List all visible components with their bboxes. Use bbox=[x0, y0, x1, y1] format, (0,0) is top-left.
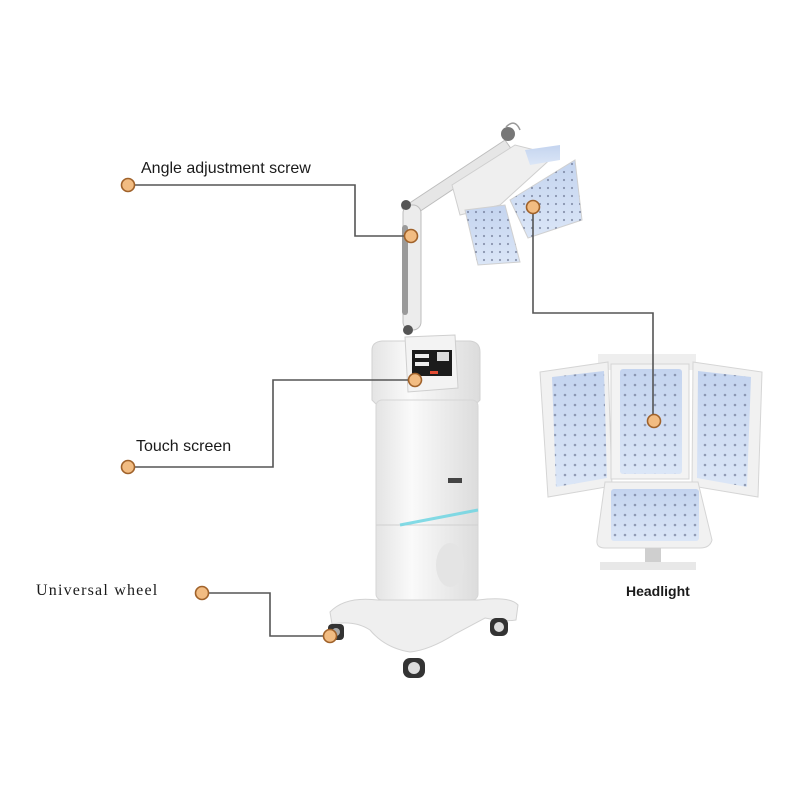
callout-dot-angle-target bbox=[403, 228, 419, 244]
callout-line-angle-screw bbox=[134, 184, 405, 237]
wheel-right bbox=[490, 618, 508, 636]
callout-dot-wheel-label bbox=[194, 585, 210, 601]
callout-dot-headlight-panel bbox=[646, 413, 662, 429]
callout-dot-headlight-top bbox=[525, 199, 541, 215]
machine-body bbox=[371, 334, 481, 601]
head-unit-small bbox=[451, 144, 583, 266]
callout-label-universal-wheel: Universal wheel bbox=[36, 582, 159, 599]
callout-dot-angle-label bbox=[120, 177, 136, 193]
callout-label-angle-adjustment-screw: Angle adjustment screw bbox=[141, 160, 311, 177]
callout-label-headlight: Headlight bbox=[626, 583, 690, 599]
callout-line-touch-screen bbox=[134, 379, 409, 468]
headlight-expanded bbox=[539, 354, 763, 570]
callout-label-touch-screen: Touch screen bbox=[136, 438, 232, 455]
callout-line-headlight bbox=[532, 213, 654, 415]
callout-line-universal-wheel bbox=[208, 592, 324, 637]
wheel-front bbox=[403, 658, 425, 678]
callout-dot-wheel-target bbox=[322, 628, 338, 644]
callout-dot-touch-target bbox=[407, 372, 423, 388]
callout-dot-touch-label bbox=[120, 459, 136, 475]
